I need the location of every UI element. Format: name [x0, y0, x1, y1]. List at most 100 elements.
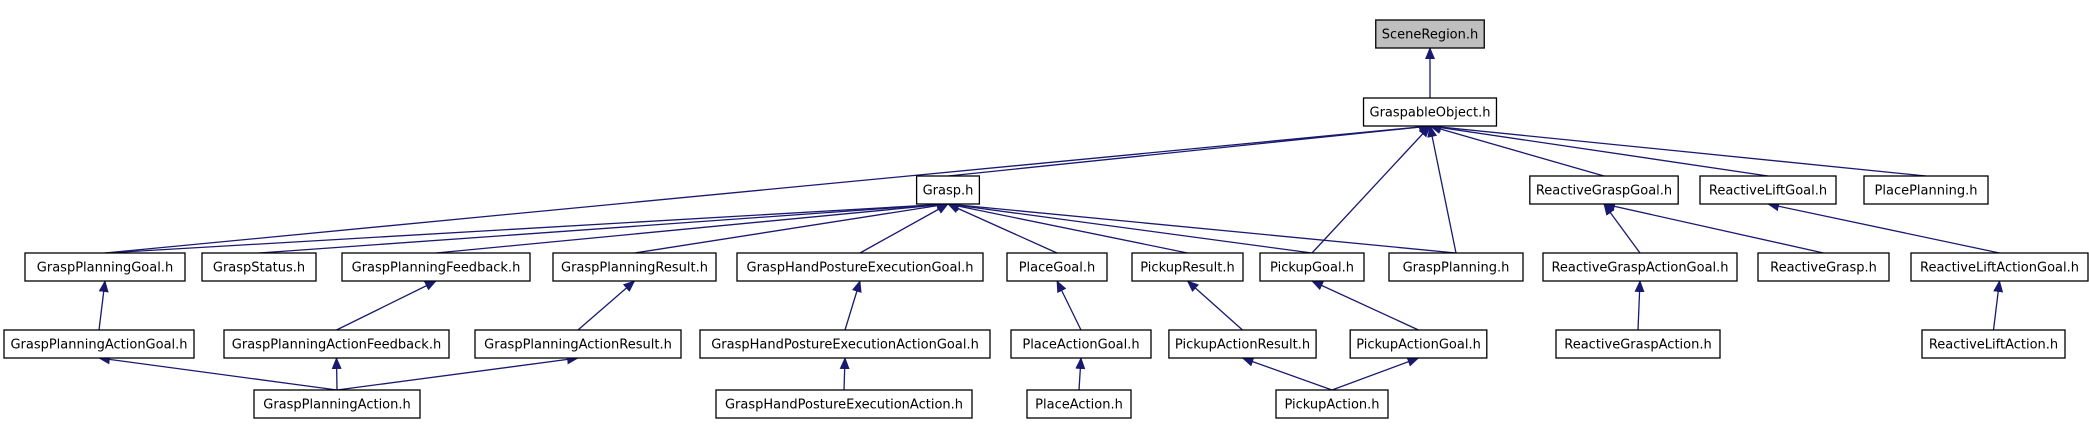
node-box [1026, 389, 1132, 419]
node-label: GraspStatus.h [213, 261, 305, 276]
edge-grasp-planning-action-feedback-to-grasp-planning-feedback [336, 280, 437, 331]
node-box [552, 252, 717, 282]
node-label: GraspPlanningGoal.h [37, 261, 173, 276]
node-box [341, 252, 531, 282]
node-grasp-planning-result[interactable]: GraspPlanningResult.h [552, 252, 717, 282]
edge-reactive-grasp-action-to-reactive-grasp-action-goal [1634, 280, 1645, 331]
node-box [474, 329, 682, 359]
node-grasp-planning-goal[interactable]: GraspPlanningGoal.h [24, 252, 186, 282]
node-label: GraspHandPostureExecutionGoal.h [747, 261, 974, 276]
node-place-action-goal[interactable]: PlaceActionGoal.h [1010, 329, 1152, 359]
node-pickup-action-goal[interactable]: PickupActionGoal.h [1349, 329, 1488, 359]
node-grasp-planning-action-goal[interactable]: GraspPlanningActionGoal.h [3, 329, 195, 359]
node-label: GraspPlanning.h [1403, 261, 1510, 276]
node-grasp-hand-posture-execution-action-goal[interactable]: GraspHandPostureExecutionActionGoal.h [699, 329, 991, 359]
edge-grasp-planning-feedback-to-grasp [435, 200, 949, 254]
node-grasp-planning-action-result[interactable]: GraspPlanningActionResult.h [474, 329, 682, 359]
node-label: PlacePlanning.h [1875, 184, 1978, 199]
node-grasp-hand-posture-execution-action[interactable]: GraspHandPostureExecutionAction.h [715, 389, 973, 419]
node-place-planning[interactable]: PlacePlanning.h [1863, 175, 1989, 205]
node-box [1910, 252, 2089, 282]
node-label: PickupActionGoal.h [1356, 338, 1481, 353]
node-label: PickupAction.h [1284, 398, 1379, 413]
node-box [1275, 389, 1389, 419]
node-grasp-planning-action[interactable]: GraspPlanningAction.h [253, 389, 421, 419]
node-label: GraspPlanningAction.h [263, 398, 411, 413]
node-reactive-grasp-action[interactable]: ReactiveGraspAction.h [1555, 329, 1721, 359]
edge-grasp-planning-goal-to-graspable-object [104, 122, 1431, 254]
node-box [1757, 252, 1890, 282]
edge-grasp-hand-posture-execution-goal-to-grasp [859, 203, 949, 254]
node-box [699, 329, 991, 359]
node-label: GraspPlanningFeedback.h [352, 261, 521, 276]
node-label: ReactiveLiftAction.h [1929, 338, 2058, 353]
edge-pickup-goal-to-grasp [947, 200, 1313, 254]
edge-pickup-goal-to-graspable-object [1311, 125, 1431, 254]
node-reactive-lift-action[interactable]: ReactiveLiftAction.h [1921, 329, 2066, 359]
node-reactive-grasp[interactable]: ReactiveGrasp.h [1757, 252, 1890, 282]
node-place-action[interactable]: PlaceAction.h [1026, 389, 1132, 419]
node-label: GraspHandPostureExecutionActionGoal.h [711, 338, 979, 353]
node-graspable-object[interactable]: GraspableObject.h [1362, 97, 1498, 127]
node-grasp-planning-feedback[interactable]: GraspPlanningFeedback.h [341, 252, 531, 282]
edge-grasp-hand-posture-execution-action-goal-to-grasp-hand-posture-execution-goal [844, 280, 862, 331]
node-grasp-hand-posture-execution-goal[interactable]: GraspHandPostureExecutionGoal.h [736, 252, 984, 282]
node-place-goal[interactable]: PlaceGoal.h [1006, 252, 1108, 282]
edge-grasp-planning-to-graspable-object [1427, 125, 1457, 254]
node-reactive-lift-action-goal[interactable]: ReactiveLiftActionGoal.h [1910, 252, 2089, 282]
node-pickup-action-result[interactable]: PickupActionResult.h [1168, 329, 1317, 359]
node-box [1863, 175, 1989, 205]
node-box [253, 389, 421, 419]
edge-grasp-planning-result-to-grasp [634, 200, 949, 254]
edge-place-goal-to-grasp [947, 203, 1058, 254]
node-reactive-grasp-action-goal[interactable]: ReactiveGraspActionGoal.h [1542, 252, 1738, 282]
node-reactive-grasp-goal[interactable]: ReactiveGraspGoal.h [1529, 175, 1679, 205]
edge-reactive-grasp-goal-to-graspable-object [1429, 124, 1605, 177]
edge-reactive-lift-action-to-reactive-lift-action-goal [1992, 280, 2004, 331]
edge-pickup-action-to-pickup-action-goal [1331, 357, 1420, 391]
node-label: ReactiveLiftGoal.h [1709, 184, 1827, 199]
node-box [1542, 252, 1738, 282]
node-grasp-planning-action-feedback[interactable]: GraspPlanningActionFeedback.h [223, 329, 450, 359]
node-label: ReactiveGraspAction.h [1564, 338, 1711, 353]
node-reactive-lift-goal[interactable]: ReactiveLiftGoal.h [1699, 175, 1837, 205]
edge-layer [98, 47, 2004, 391]
node-label: ReactiveGraspGoal.h [1536, 184, 1672, 199]
node-grasp-status[interactable]: GraspStatus.h [201, 252, 317, 282]
node-pickup-result[interactable]: PickupResult.h [1131, 252, 1244, 282]
node-label: PickupActionResult.h [1175, 338, 1310, 353]
edge-reactive-lift-goal-to-graspable-object [1429, 122, 1769, 177]
node-label: PlaceActionGoal.h [1022, 338, 1139, 353]
edge-place-planning-to-graspable-object [1429, 122, 1927, 177]
node-box [1259, 252, 1365, 282]
node-box [1529, 175, 1679, 205]
node-label: PlaceGoal.h [1019, 261, 1096, 276]
edge-pickup-action-result-to-pickup-result [1186, 280, 1243, 331]
node-grasp[interactable]: Grasp.h [915, 175, 981, 205]
node-label: GraspableObject.h [1370, 106, 1491, 121]
node-box [1006, 252, 1108, 282]
edge-place-action-goal-to-place-goal [1056, 280, 1082, 331]
node-label: GraspPlanningActionGoal.h [10, 338, 187, 353]
node-box [1375, 19, 1485, 49]
node-box [915, 175, 981, 205]
edge-grasp-planning-action-to-grasp-planning-action-goal [98, 354, 338, 391]
node-box [1010, 329, 1152, 359]
node-label: GraspHandPostureExecutionAction.h [725, 398, 963, 413]
edge-pickup-action-goal-to-pickup-goal [1311, 280, 1419, 331]
node-pickup-action[interactable]: PickupAction.h [1275, 389, 1389, 419]
node-box [715, 389, 973, 419]
edge-grasp-planning-action-to-grasp-planning-action-result [336, 354, 579, 391]
node-scene-region[interactable]: SceneRegion.h [1375, 19, 1485, 49]
node-label: ReactiveLiftActionGoal.h [1920, 261, 2079, 276]
edge-reactive-grasp-action-goal-to-reactive-grasp-goal [1603, 203, 1641, 254]
node-pickup-goal[interactable]: PickupGoal.h [1259, 252, 1365, 282]
node-box [1388, 252, 1524, 282]
edge-grasp-planning-action-goal-to-grasp-planning-goal [98, 280, 109, 331]
node-label: GraspPlanningActionFeedback.h [232, 338, 441, 353]
edge-pickup-result-to-grasp [947, 201, 1188, 254]
node-grasp-planning[interactable]: GraspPlanning.h [1388, 252, 1524, 282]
edge-grasp-planning-action-result-to-grasp-planning-result [577, 280, 636, 331]
